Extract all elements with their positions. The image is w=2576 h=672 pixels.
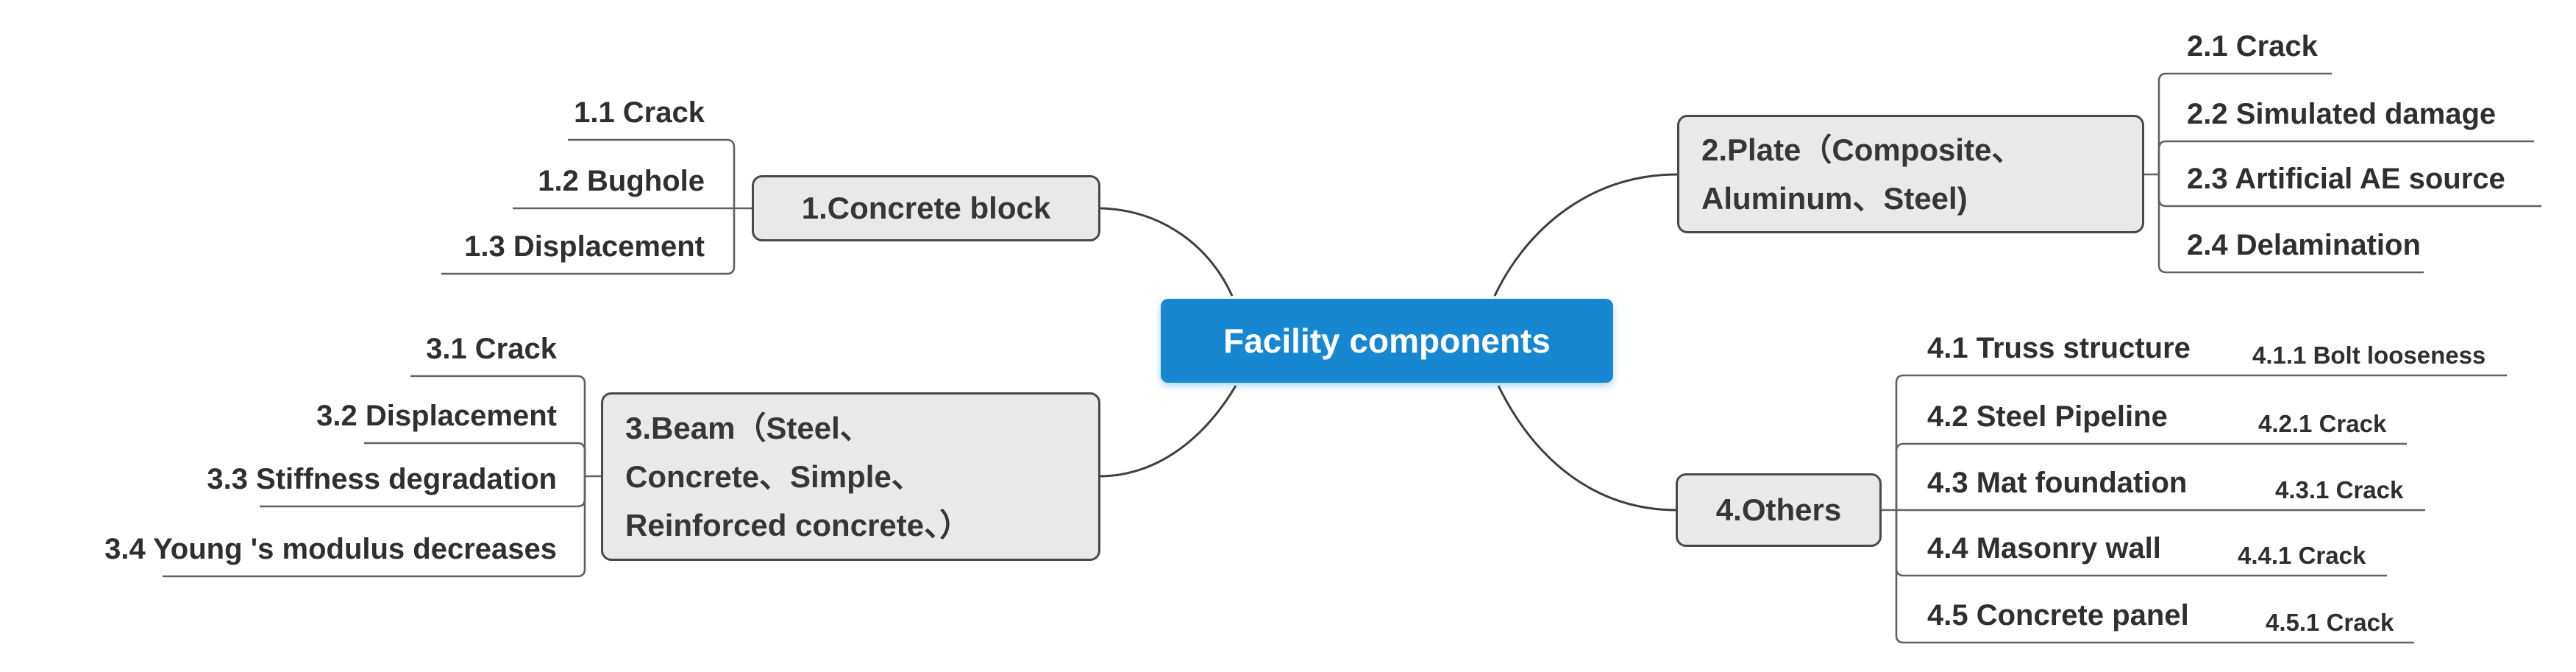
topic-4-3[interactable]: 4.3 Mat foundation [1927,467,2188,499]
topic-4-4-1[interactable]: 4.4.1 Crack [2238,542,2366,569]
topic-2-2-line [2157,140,2534,174]
topic-3-1-line [410,375,586,476]
topic-4-1-line [1895,374,2507,510]
topic-4-5-line [1895,510,2414,644]
branch-topic-2[interactable]: 2.Plate（Composite、 Aluminum、Steel) [1677,115,2144,233]
branch-topic-2-line2: Aluminum、Steel) [1701,180,1968,216]
central-topic[interactable]: Facility components [1161,299,1613,383]
topic-2-1-line [2157,72,2332,174]
branch-topic-4[interactable]: 4.Others [1676,473,1882,547]
topic-3-3[interactable]: 3.3 Stiffness degradation [207,463,557,495]
topic-1-2[interactable]: 1.2 Bughole [538,165,705,197]
topic-3-4-line [163,476,586,578]
branch4-curve [1497,385,1678,512]
branch-topic-3[interactable]: 3.Beam（Steel、 Concrete、Simple、 Reinforce… [601,392,1100,561]
branch2-curve [1493,173,1678,297]
topic-2-2[interactable]: 2.2 Simulated damage [2187,98,2497,130]
topic-4-2[interactable]: 4.2 Steel Pipeline [1927,400,2168,433]
topic-4-5-1[interactable]: 4.5.1 Crack [2266,609,2394,636]
topic-4-1[interactable]: 4.1 Truss structure [1927,332,2191,364]
topic-4-5[interactable]: 4.5 Concrete panel [1927,599,2189,632]
topic-1-3[interactable]: 1.3 Displacement [464,230,705,263]
topic-4-4[interactable]: 4.4 Masonry wall [1927,532,2161,565]
topic-3-2-line [364,442,586,476]
topic-2-3[interactable]: 2.3 Artificial AE source [2187,163,2505,195]
topic-3-2[interactable]: 3.2 Displacement [316,400,557,432]
topic-1-1-line [568,138,736,208]
branch1-curve [1100,207,1234,297]
branch-topic-3-line2: Concrete、Simple、 [625,459,922,494]
branch3-curve [1100,385,1237,478]
topic-4-2-1[interactable]: 4.2.1 Crack [2258,410,2387,437]
branch-topic-3-line3: Reinforced concrete、） [625,507,971,542]
topic-4-1-1[interactable]: 4.1.1 Bolt looseness [2252,342,2486,369]
topic-2-1[interactable]: 2.1 Crack [2187,30,2318,63]
branch-topic-1[interactable]: 1.Concrete block [752,175,1100,241]
topic-3-1[interactable]: 3.1 Crack [426,333,557,365]
topic-4-2-line [1895,442,2407,510]
topic-1-1[interactable]: 1.1 Crack [574,96,705,129]
topic-2-4[interactable]: 2.4 Delamination [2187,229,2421,261]
topic-2-4-line [2157,174,2424,274]
topic-4-3-1[interactable]: 4.3.1 Crack [2275,476,2404,503]
topic-1-3-line [441,208,736,275]
topic-3-4[interactable]: 3.4 Young 's modulus decreases [104,533,557,565]
branch-topic-3-line1: 3.Beam（Steel、 [625,410,871,445]
branch-topic-2-line1: 2.Plate（Composite、 [1701,132,2023,167]
